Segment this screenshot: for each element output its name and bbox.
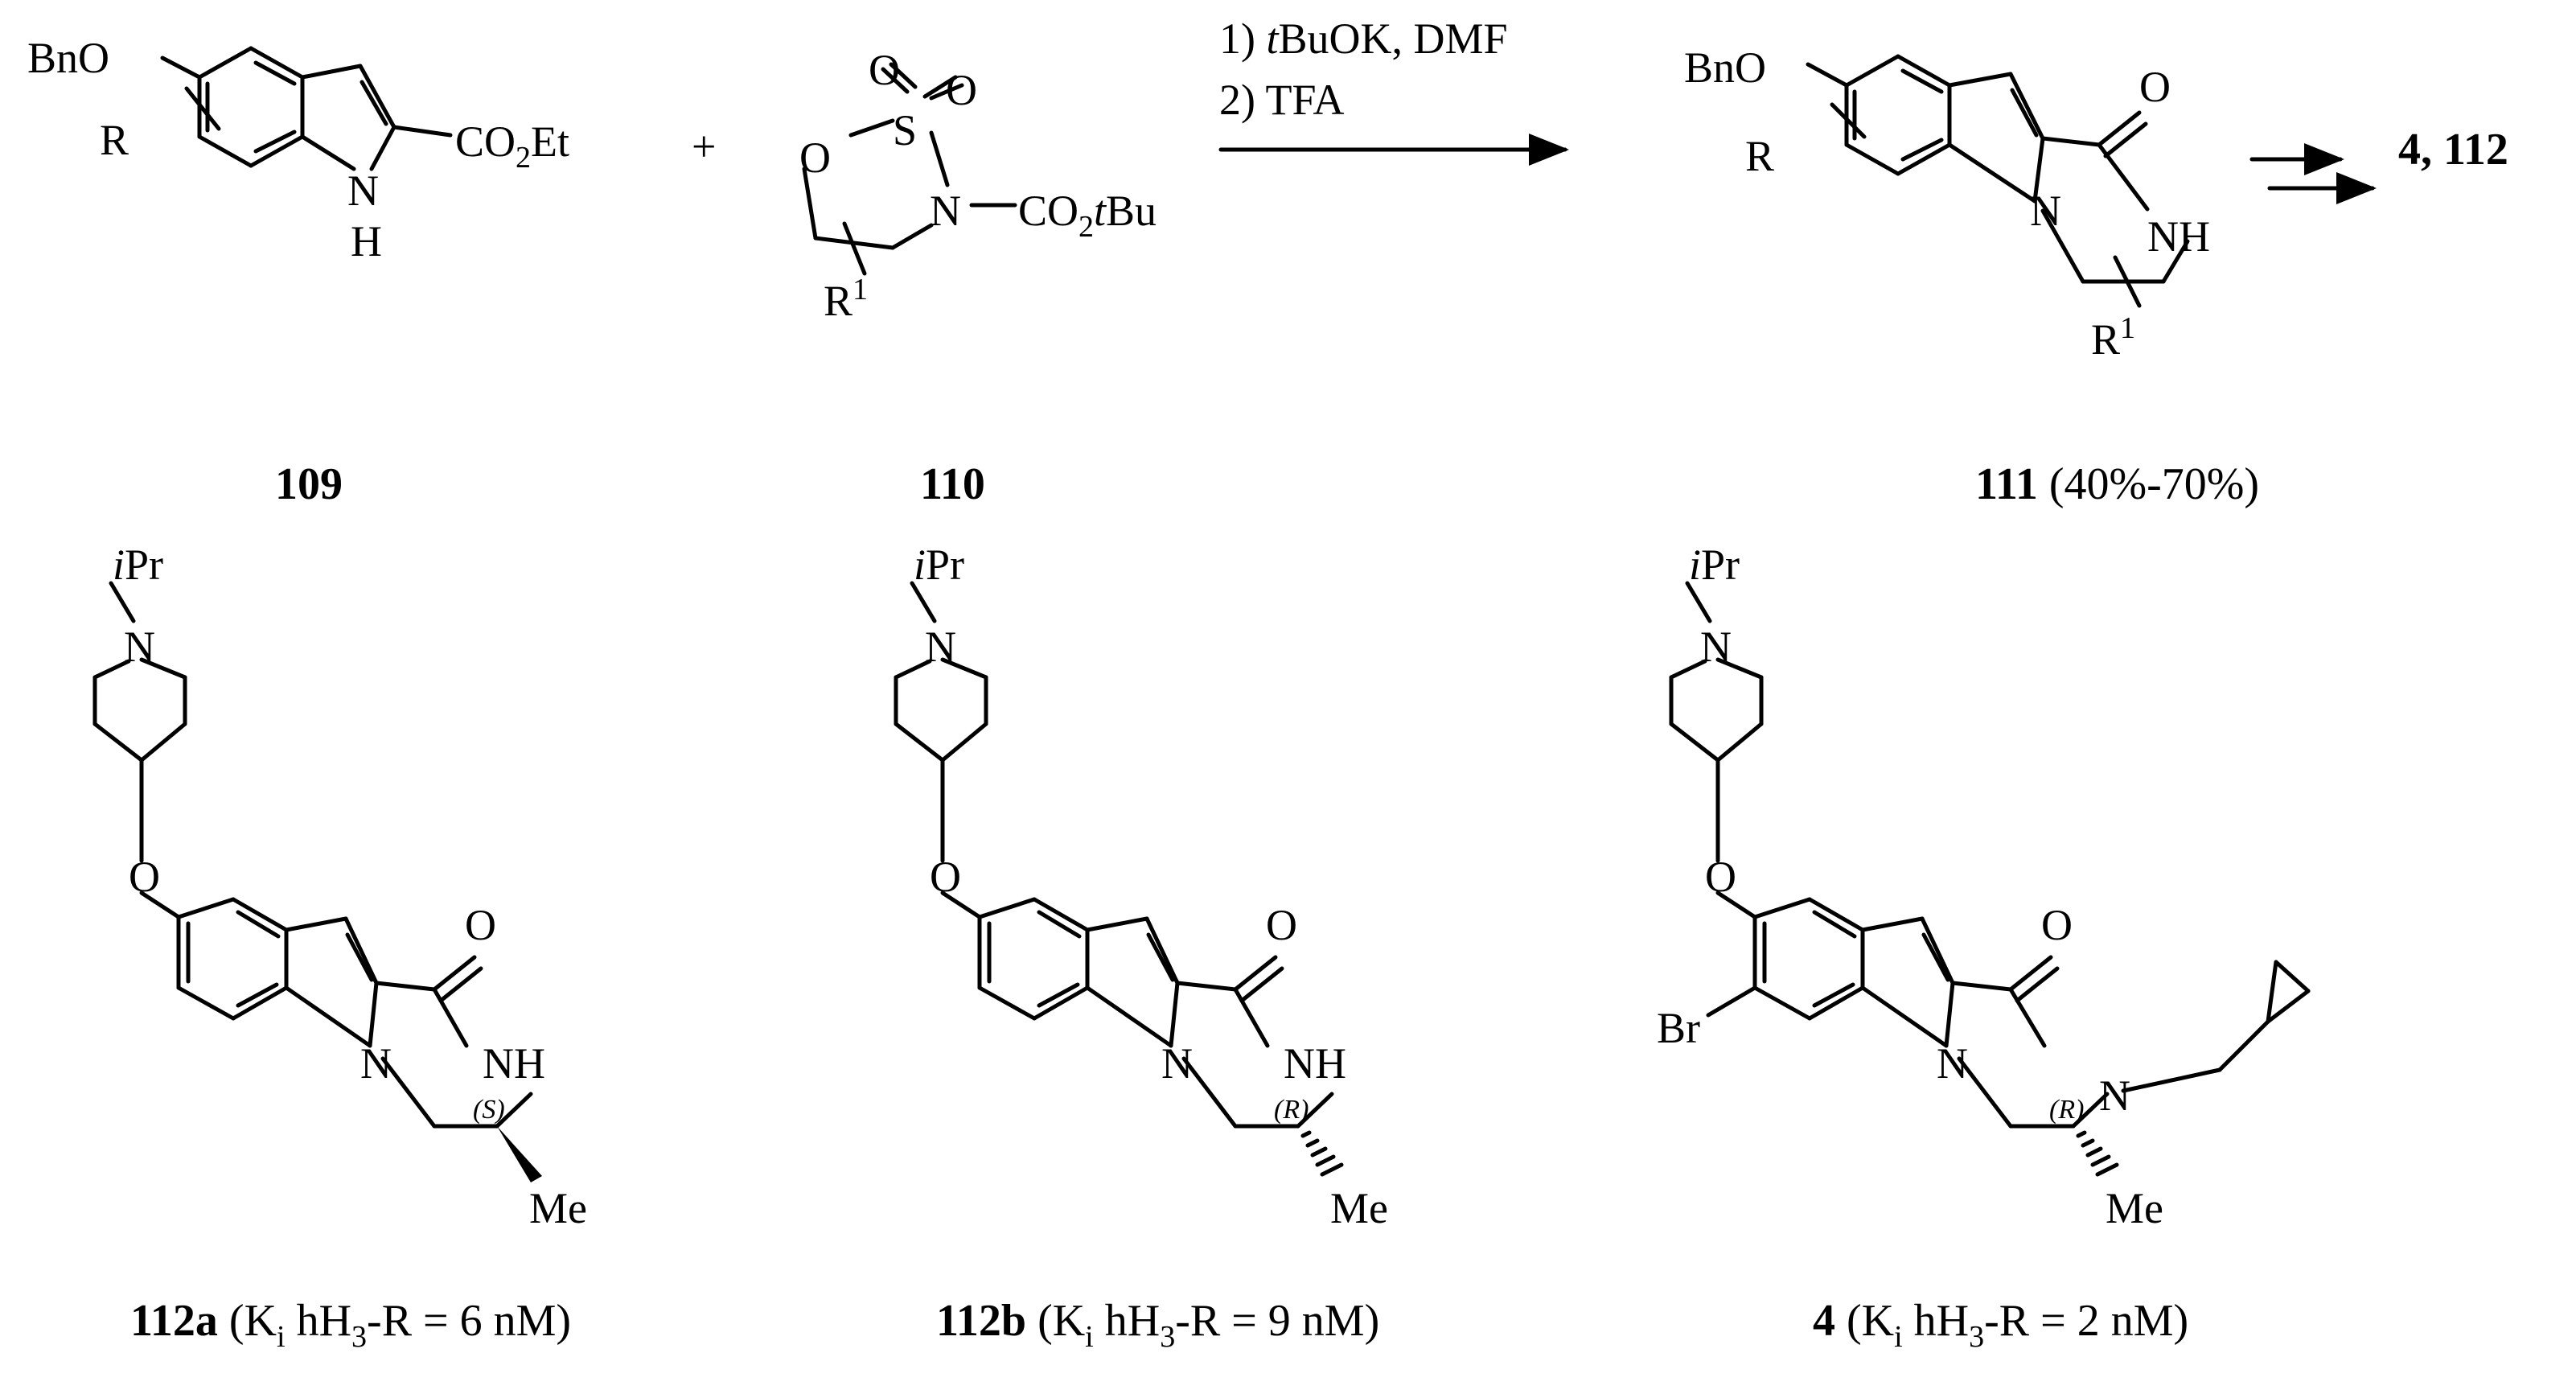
isopropyl-label: iPr xyxy=(914,541,964,589)
piperidine-n-label: N xyxy=(124,623,155,671)
carbonyl-o-label: O xyxy=(2041,901,2073,949)
condition-step-1: 1) tBuOK, DMF xyxy=(1219,14,1508,63)
ether-o-label: O xyxy=(129,853,160,901)
isopropyl-label: iPr xyxy=(113,541,163,589)
bno-label: BnO xyxy=(27,34,109,82)
ether-o-label: O xyxy=(1705,853,1736,901)
methyl-label: Me xyxy=(529,1184,587,1232)
compound-label-4: 4 (Ki hH3-R = 2 nM) xyxy=(1813,1296,2188,1354)
compound-label-112b: 112b (Ki hH3-R = 9 nM) xyxy=(936,1296,1379,1354)
compound-4-structure: iPr N O Br O N N (R) Me xyxy=(1657,541,2311,1232)
compound-110-structure: O O S O N CO2tBu R1 xyxy=(799,46,1157,325)
r1-label: R1 xyxy=(2091,311,2135,364)
compound-111-structure: BnO R N O NH R1 xyxy=(1684,43,2210,364)
ring-o-label: O xyxy=(799,134,831,182)
amide-nh-label: NH xyxy=(2147,212,2210,261)
ring-n-label: N xyxy=(930,187,961,235)
stereo-descriptor: (S) xyxy=(473,1095,505,1125)
ether-o-label: O xyxy=(930,853,961,901)
wedge-bond xyxy=(497,1126,542,1182)
isopropyl-label: iPr xyxy=(1689,541,1740,589)
amide-nh-label: NH xyxy=(483,1039,545,1088)
multi-step-arrow xyxy=(2249,143,2377,204)
bno-label: BnO xyxy=(1684,43,1766,92)
compound-112b-structure: iPr N O O N NH (R) Me xyxy=(894,541,1388,1232)
sulfur-label: S xyxy=(893,106,917,154)
piperidine-n-label: N xyxy=(1700,623,1732,671)
amide-nh-label: NH xyxy=(1284,1039,1346,1088)
target-compounds-label: 4, 112 xyxy=(2398,125,2508,175)
compound-109-structure: BnO R N H CO2Et xyxy=(27,34,569,265)
hashed-wedge-bond xyxy=(1300,1130,1344,1177)
carbonyl-o-label: O xyxy=(1266,901,1297,949)
stereo-descriptor: (R) xyxy=(2049,1095,2084,1125)
carbonyl-o-label: O xyxy=(465,901,496,949)
indole-n-label: N xyxy=(360,1039,392,1088)
carbonyl-o-label: O xyxy=(2139,63,2171,111)
r-substituent-label: R xyxy=(100,116,129,164)
amide-n-label: N xyxy=(2099,1071,2130,1120)
r-substituent-label: R xyxy=(1745,132,1774,180)
indole-n-label: N xyxy=(1937,1039,1968,1088)
hashed-wedge-bond xyxy=(2076,1130,2119,1177)
indole-n-label: N xyxy=(347,167,379,215)
r1-label: R1 xyxy=(824,273,868,325)
bromine-label: Br xyxy=(1657,1004,1700,1052)
ester-co-label: CO2Et xyxy=(455,117,569,175)
reaction-conditions: 1) tBuOK, DMF 2) TFA xyxy=(1219,14,1508,124)
sulfonyl-o2-label: O xyxy=(946,66,977,114)
plus-sign: + xyxy=(692,122,716,171)
indole-n-label: N xyxy=(2030,187,2061,235)
methyl-label: Me xyxy=(2106,1184,2163,1232)
compound-label-110: 110 xyxy=(920,459,985,509)
indole-nh-h-label: H xyxy=(351,217,382,265)
stereo-descriptor: (R) xyxy=(1274,1095,1309,1125)
compound-label-111: 111 (40%-70%) xyxy=(1975,459,2259,509)
piperidine-n-label: N xyxy=(925,623,956,671)
boc-label: CO2tBu xyxy=(1018,187,1157,244)
indole-n-label: N xyxy=(1161,1039,1193,1088)
condition-step-2: 2) TFA xyxy=(1219,76,1345,124)
sulfonyl-o1-label: O xyxy=(869,46,900,94)
methyl-label: Me xyxy=(1330,1184,1388,1232)
compound-112a-structure: iPr N O O N NH (S) Me xyxy=(92,541,587,1232)
compound-label-109: 109 xyxy=(275,459,343,509)
compound-label-112a: 112a (Ki hH3-R = 6 nM) xyxy=(130,1296,571,1354)
